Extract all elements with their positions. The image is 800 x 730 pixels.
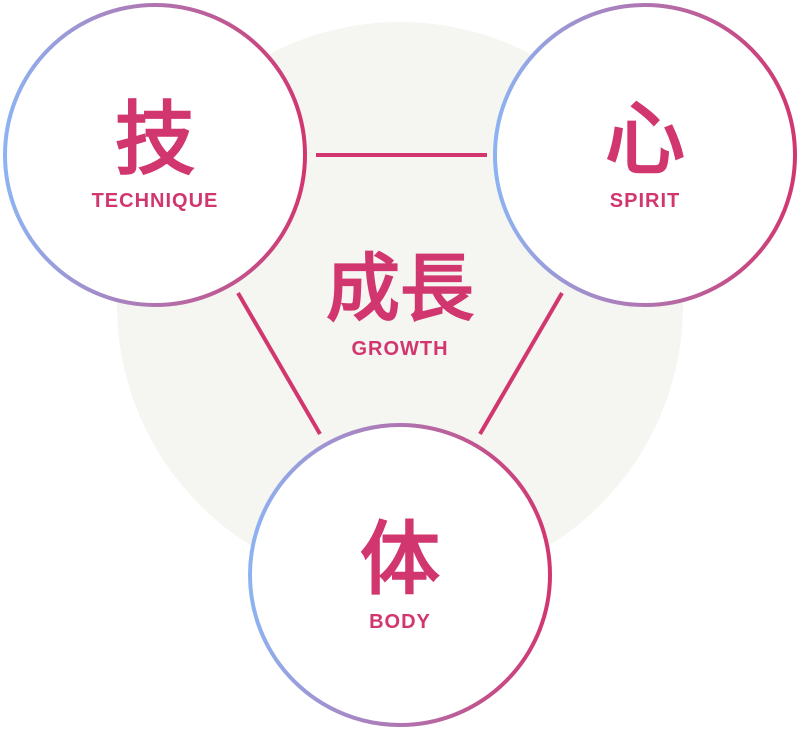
node-technique-ring [3,3,307,307]
node-spirit-ring [493,3,797,307]
node-technique: 技 TECHNIQUE [3,3,307,307]
node-spirit-label: SPIRIT [610,190,680,212]
node-spirit: 心 SPIRIT [493,3,797,307]
node-body: 体 BODY [248,423,552,727]
node-technique-kanji: 技 [115,93,195,186]
node-spirit-kanji: 心 [605,93,685,186]
center-growth: 成長 GROWTH [326,246,475,360]
connector-spirit-body [478,291,564,436]
center-label: GROWTH [351,338,448,360]
node-body-ring [248,423,552,727]
node-body-kanji: 体 [360,513,440,606]
node-technique-label: TECHNIQUE [92,190,219,212]
node-body-label: BODY [369,611,431,633]
center-kanji: 成長 [326,246,475,332]
connector-technique-body [236,291,322,436]
